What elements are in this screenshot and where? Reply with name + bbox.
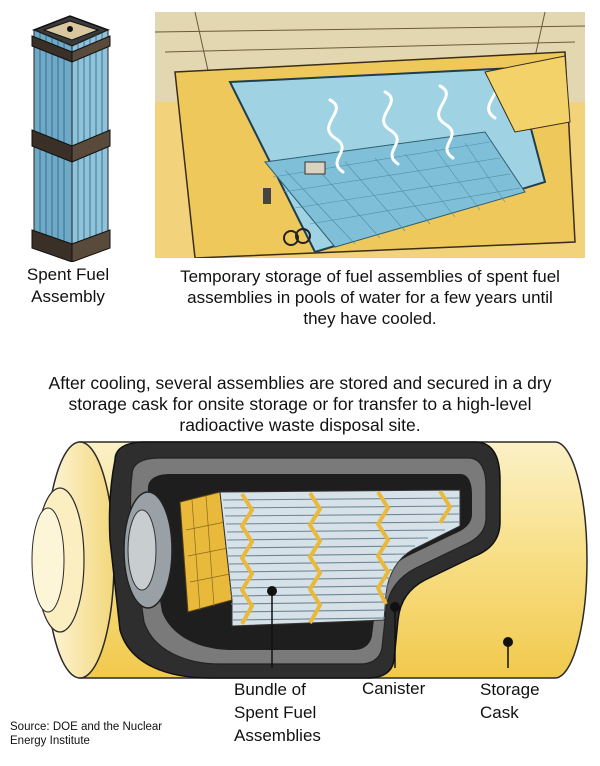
pool-caption: Temporary storage of fuel assemblies of … xyxy=(180,267,560,328)
source-note: Source: DOE and the Nuclear Energy Insti… xyxy=(10,721,163,747)
canister-label: Canister xyxy=(362,679,426,698)
storage-cask-label: Storage Cask xyxy=(480,680,540,722)
spent-fuel-pool-illustration xyxy=(155,12,585,258)
cask-caption: After cooling, several assemblies are st… xyxy=(48,373,552,435)
assembly-top-dot xyxy=(67,26,73,32)
storage-cask-illustration xyxy=(31,441,588,679)
fuel-assembly-illustration xyxy=(31,15,111,262)
bundle-label: Bundle of Spent Fuel Assemblies xyxy=(234,680,321,745)
assembly-label: Spent Fuel Assembly xyxy=(26,265,110,306)
